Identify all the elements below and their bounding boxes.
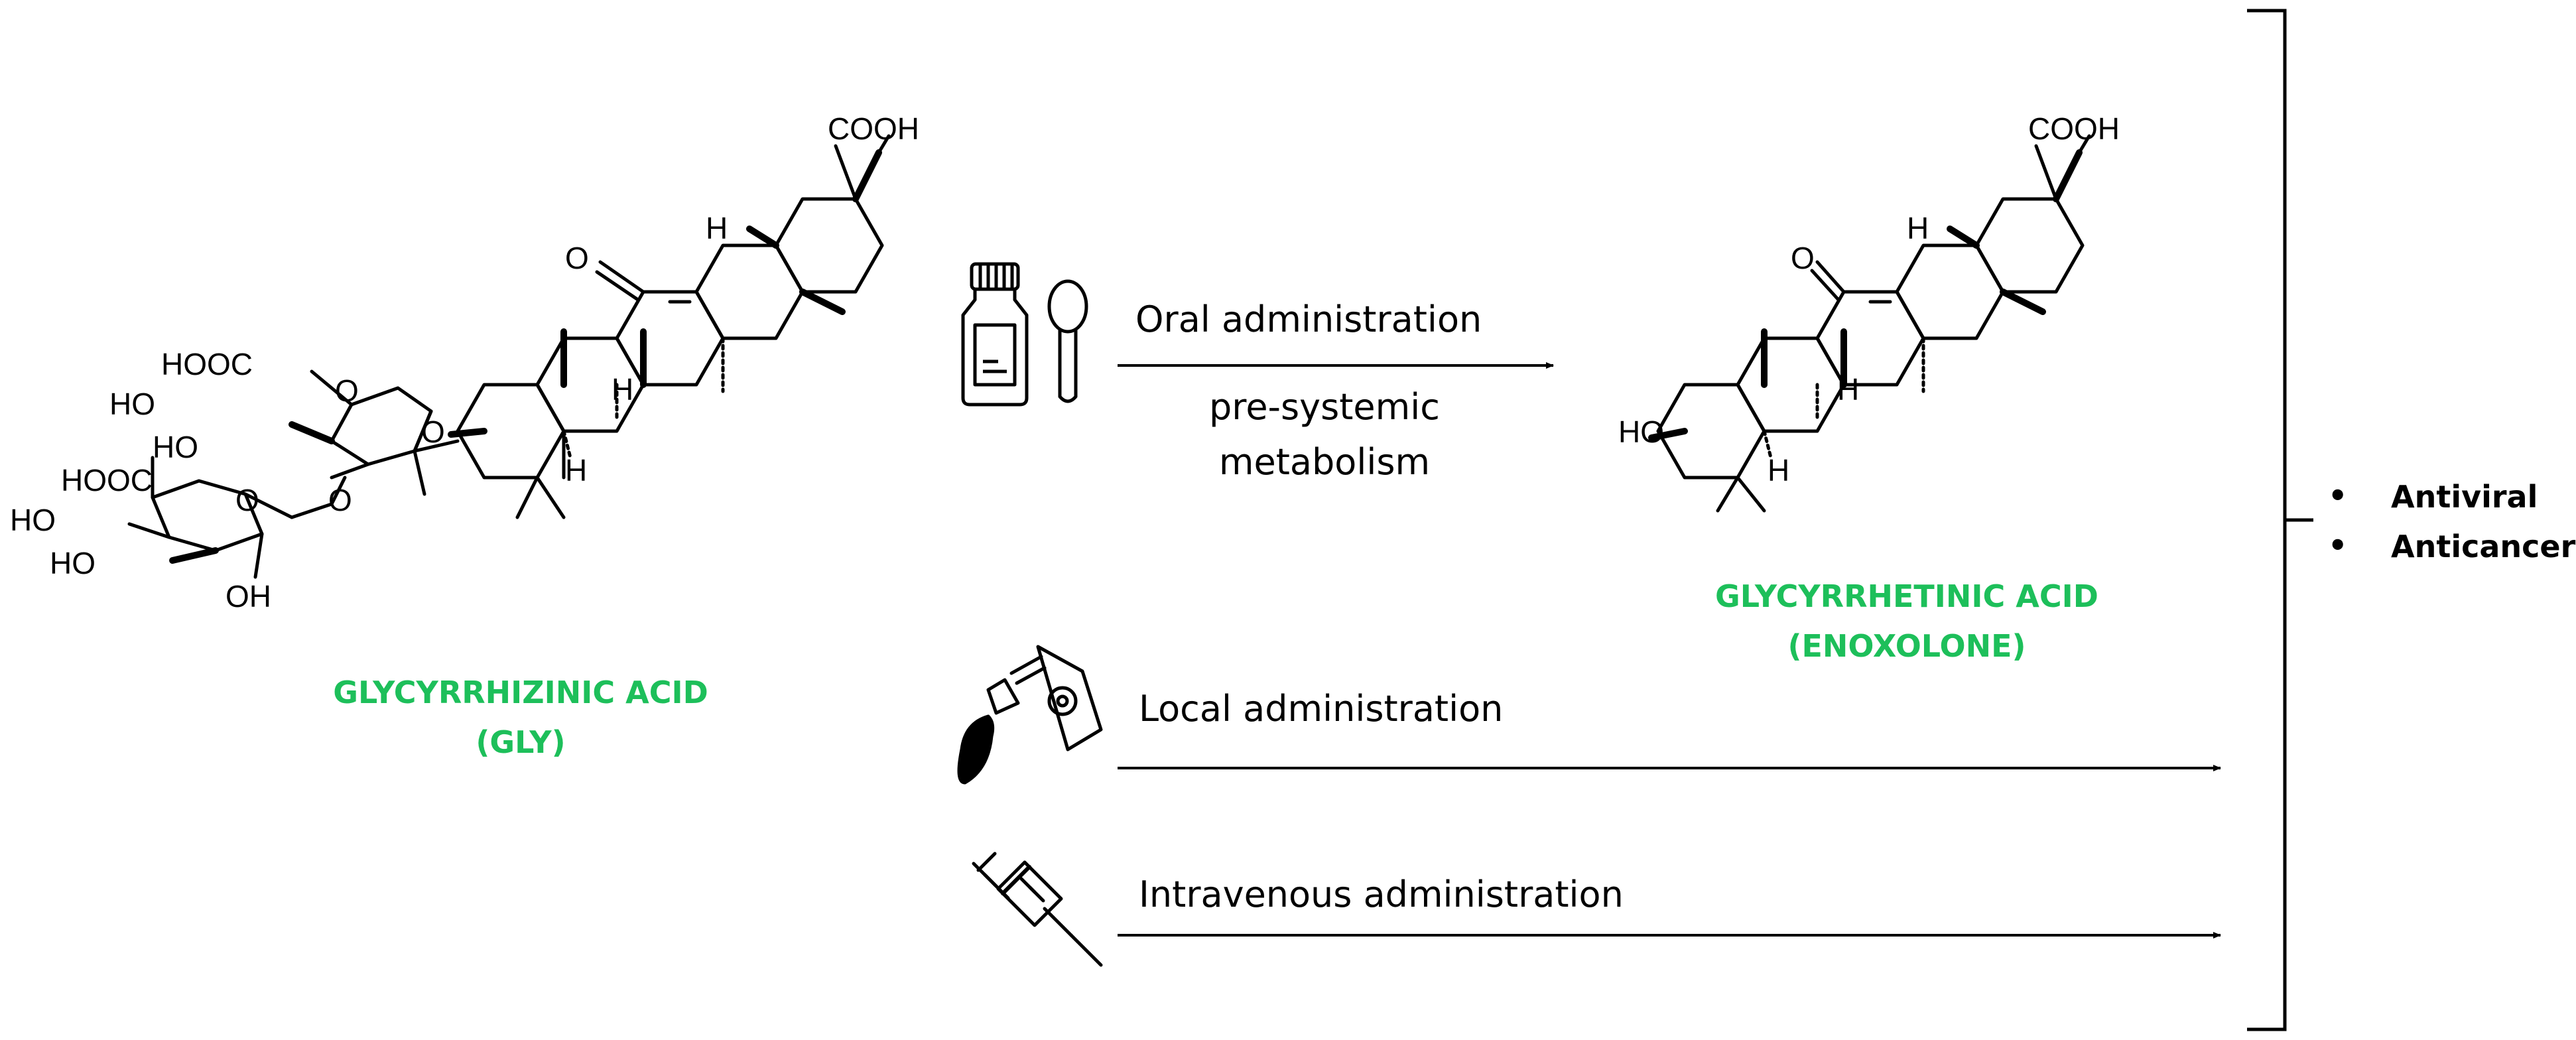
ointment-tube-icon: [957, 645, 1103, 785]
glycyrrhetinic-acid-atom-labels: COOH H O H H HO: [1618, 111, 2120, 487]
glycyrrhizinic-acid-structure: [127, 134, 891, 579]
gly-sugar1-ho2-label: HO: [153, 430, 198, 464]
effects-bracket: [2247, 9, 2287, 1031]
gly-cooh-label: COOH: [828, 111, 919, 146]
local-route-label: Local administration: [1139, 688, 1503, 730]
glycyrrhizinic-acid-atom-labels: COOH H O H H O HOOC O HO HO O HOOC O HO …: [10, 111, 919, 614]
gly-h-mid-label: H: [612, 372, 633, 407]
effect-bullet-1: •: [2328, 478, 2347, 513]
enox-name-line1: GLYCYRRHETINIC ACID: [1715, 578, 2098, 614]
oral-route-note-line1: pre-systemic: [1209, 386, 1440, 428]
gly-sugar2-cooh-label: HOOC: [61, 463, 153, 497]
enox-ring-e: [1974, 197, 2085, 294]
effect-antiviral: Antiviral: [2391, 479, 2538, 515]
medicine-bottle-and-spoon-icon: [961, 262, 1088, 407]
gly-sugar2-ho1-label: HO: [10, 503, 56, 537]
enox-ring-b: [1736, 336, 1846, 433]
oral-route-label: Oral administration: [1135, 298, 1482, 340]
gly-sugar1-ring-o-label: O: [335, 373, 359, 408]
gly-h-low-label: H: [565, 453, 587, 487]
enox-ring-c: [1815, 290, 1925, 387]
gly-h-top-label: H: [706, 211, 728, 245]
gly-sugar-link-o-label: O: [328, 483, 352, 517]
gly-sugar2-oh-label: OH: [225, 579, 271, 614]
gly-o-link-label: O: [421, 415, 445, 449]
gly-sugar1-cooh-label: HOOC: [161, 347, 253, 381]
syringe-icon: [972, 852, 1103, 967]
enox-ho-label: HO: [1618, 415, 1664, 449]
gly-sugar2-ho2-label: HO: [50, 546, 96, 580]
ring-d: [694, 243, 805, 340]
enox-h-low-label: H: [1768, 453, 1789, 487]
iv-route-label: Intravenous administration: [1139, 874, 1624, 915]
enox-ring-d: [1895, 243, 2005, 340]
enox-h-top-label: H: [1907, 211, 1929, 245]
gly-name-line1: GLYCYRRHIZINIC ACID: [333, 675, 708, 710]
enox-cooh-label: COOH: [2028, 111, 2120, 146]
gly-sugar1-ho1-label: HO: [109, 387, 155, 421]
enox-keto-o-label: O: [1791, 241, 1815, 275]
enox-name-line2: (ENOXOLONE): [1787, 628, 2026, 664]
gly-name-line2: (GLY): [476, 724, 565, 760]
effect-anticancer: Anticancer: [2391, 529, 2576, 564]
ring-e: [774, 197, 884, 294]
glycyrrhetinic-acid-structure: [1648, 134, 2091, 513]
ring-c: [615, 290, 725, 387]
oral-route-note-line2: metabolism: [1219, 441, 1430, 483]
effect-bullet-2: •: [2328, 527, 2347, 563]
enox-h-mid-label: H: [1837, 372, 1859, 407]
gly-sugar2-ring-o-label: O: [235, 483, 259, 517]
gly-keto-o-label: O: [565, 241, 589, 275]
